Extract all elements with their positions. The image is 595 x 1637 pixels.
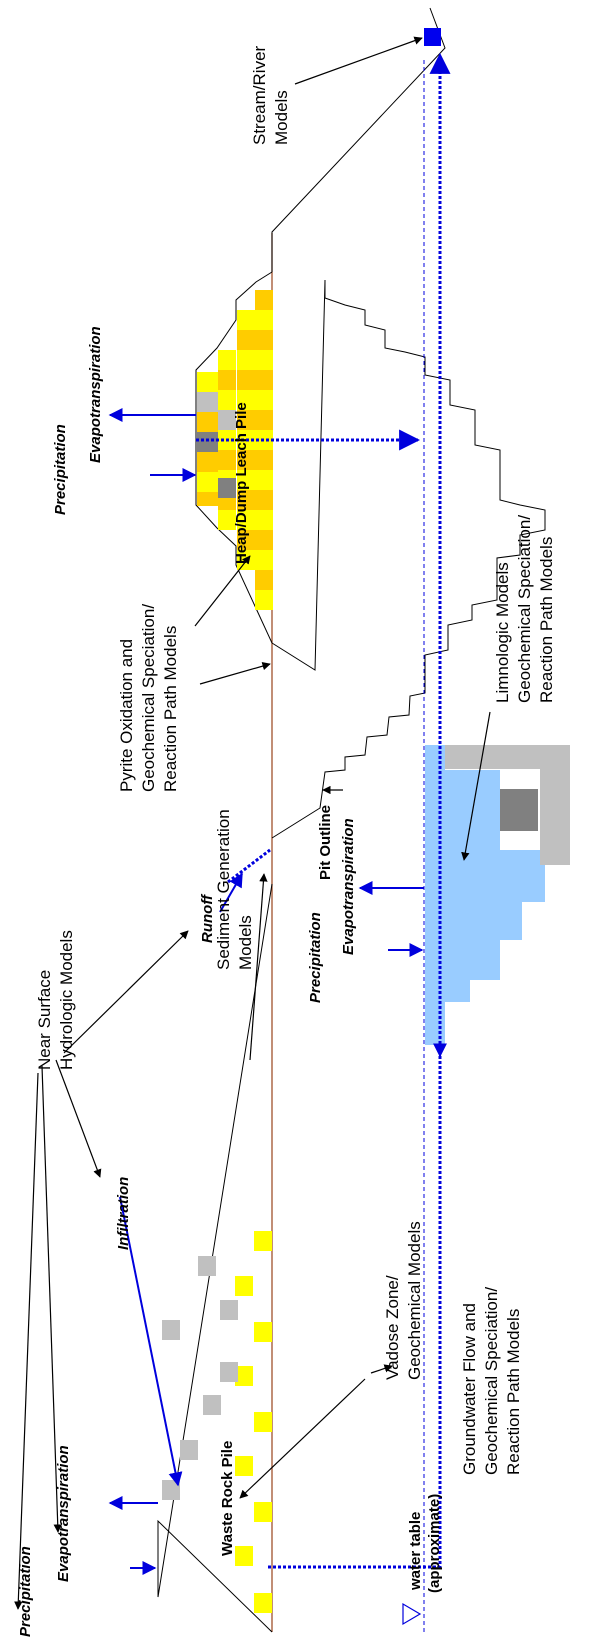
label-limnologic: Limnologic Models Geochemical Speciation… bbox=[493, 510, 556, 703]
label-groundwater: Groundwater Flow and Geochemical Speciat… bbox=[460, 1282, 523, 1475]
waste-rock-cubes bbox=[162, 1231, 272, 1613]
heap-pile-outline bbox=[195, 271, 273, 644]
label-near-surface: Near Surface Hydrologic Models bbox=[35, 930, 76, 1070]
label-sediment: Sediment Generation Models bbox=[214, 805, 255, 970]
pit-lake bbox=[425, 745, 545, 1045]
blue-process-arrows bbox=[108, 408, 424, 1575]
water-table-symbol bbox=[402, 1602, 422, 1626]
label-precipitation-pit: Precipitation bbox=[307, 912, 324, 1003]
runoff-arrow-line bbox=[227, 848, 271, 884]
label-water-table: water table (approximate) bbox=[407, 1494, 443, 1593]
pit-outline bbox=[271, 279, 546, 839]
label-vadose: Vadose Zone/ Geochemical Models bbox=[383, 1221, 424, 1380]
label-precipitation-waste: Precipitation bbox=[17, 1546, 34, 1637]
waste-rock-pile-outline bbox=[157, 883, 273, 1633]
label-heap-pile: Heap/Dump Leach Pile bbox=[233, 402, 250, 564]
stream-box bbox=[424, 28, 441, 46]
label-infiltration: Infiltration bbox=[115, 1177, 132, 1250]
label-pyrite: Pyrite Oxidation and Geochemical Speciat… bbox=[117, 599, 180, 792]
model-labels: Near Surface Hydrologic Models Sediment … bbox=[17, 41, 556, 1637]
label-pit-outline: Pit Outline bbox=[317, 805, 334, 880]
heap-pile-cubes bbox=[197, 290, 273, 610]
label-stream: Stream/River Models bbox=[250, 41, 291, 145]
label-waste-rock-pile: Waste Rock Pile bbox=[219, 1441, 236, 1556]
label-runoff: Runoff bbox=[199, 893, 216, 943]
stream-valley-slope bbox=[271, 7, 446, 272]
label-evapotranspiration-pit: Evapotranspiration bbox=[340, 818, 357, 955]
pit-wall-blocks bbox=[445, 745, 570, 865]
label-evapotranspiration-waste: Evapotranspiration bbox=[55, 1445, 72, 1582]
groundwater-flow-arrow bbox=[268, 52, 451, 1569]
callout-arrows bbox=[14, 36, 491, 1610]
label-precipitation-heap: Precipitation bbox=[52, 424, 69, 515]
label-evapotranspiration-heap: Evapotranspiration bbox=[87, 326, 104, 463]
